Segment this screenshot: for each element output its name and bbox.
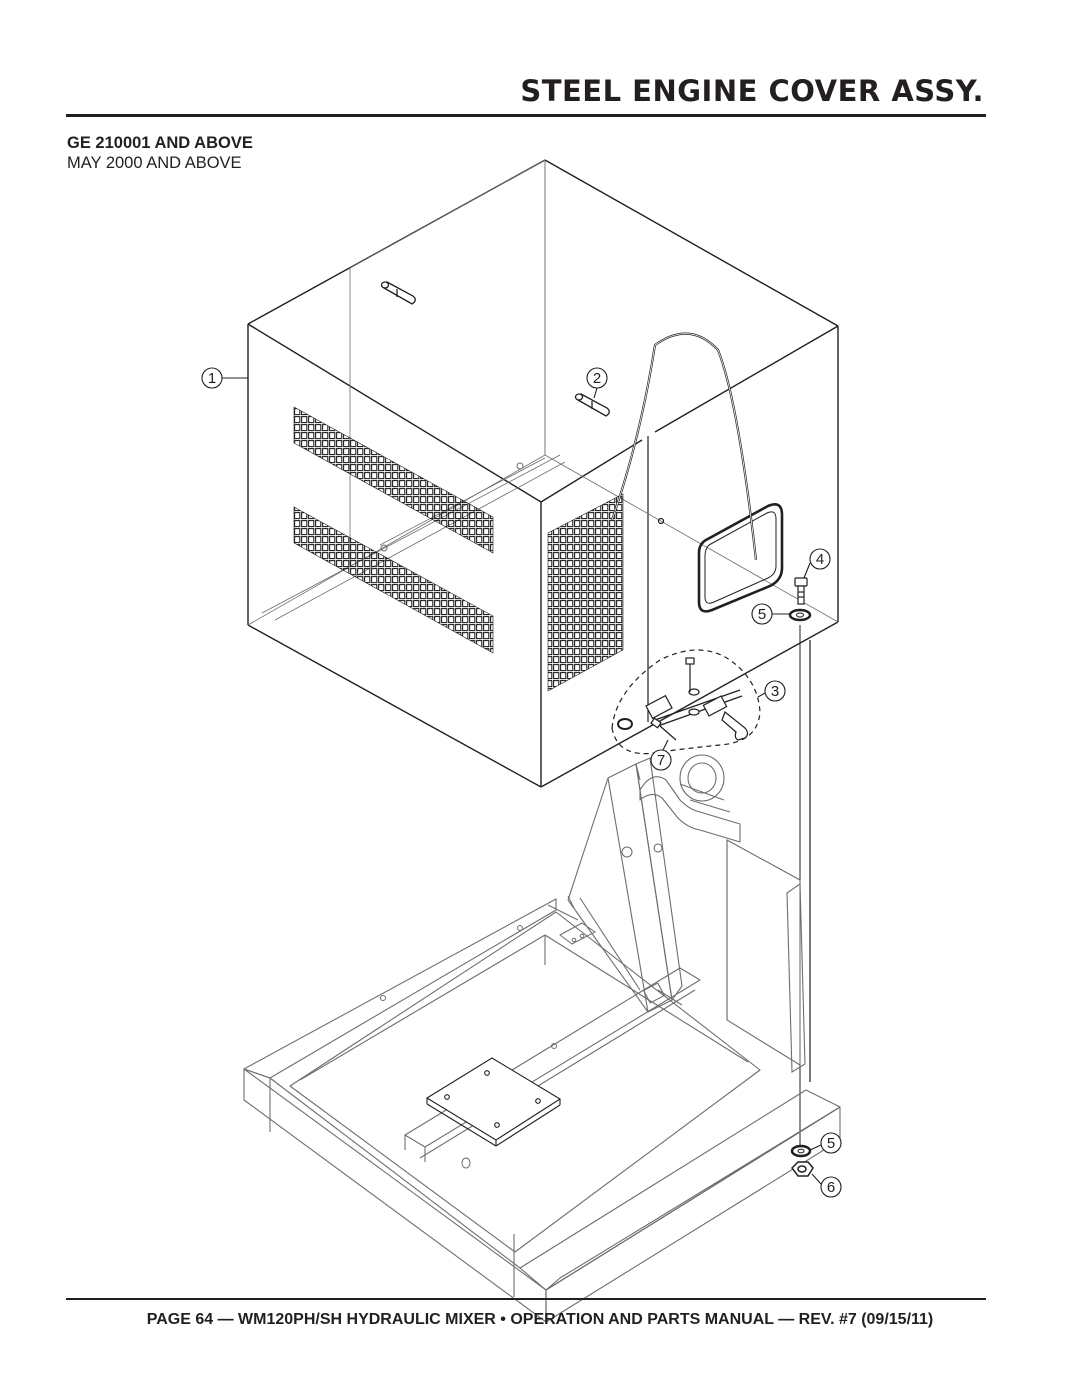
footer-divider xyxy=(66,1298,986,1300)
svg-text:4: 4 xyxy=(816,551,824,568)
callout-2: 2 xyxy=(586,367,608,399)
support-a-frame xyxy=(567,754,741,1013)
page-title: STEEL ENGINE COVER ASSY. xyxy=(520,74,984,108)
bolt-4 xyxy=(794,577,808,605)
svg-text:7: 7 xyxy=(657,752,665,769)
svg-text:1: 1 xyxy=(208,370,216,387)
latch-assembly xyxy=(617,657,749,741)
cover-hidden-edges xyxy=(247,159,839,626)
hinge-upper xyxy=(380,281,416,305)
front-vent-upper xyxy=(293,406,494,554)
header-divider xyxy=(66,114,986,117)
callout-1: 1 xyxy=(201,367,248,389)
callout-6: 6 xyxy=(811,1173,842,1198)
date-range-label: MAY 2000 AND ABOVE xyxy=(67,154,242,172)
engine-cover-box xyxy=(247,159,839,788)
base-frame xyxy=(243,898,841,1323)
callout-3: 3 xyxy=(757,680,786,702)
serial-range-label: GE 210001 AND ABOVE xyxy=(67,134,253,152)
front-vent-lower xyxy=(293,506,494,654)
side-vent xyxy=(547,493,624,692)
rear-panel xyxy=(726,839,806,1073)
page-footer: PAGE 64 — WM120PH/SH HYDRAULIC MIXER • O… xyxy=(146,1311,934,1328)
washer-5-lower xyxy=(790,1144,812,1158)
callout-5-lower: 5 xyxy=(809,1132,842,1154)
base-details xyxy=(380,895,596,1169)
callout-5-upper: 5 xyxy=(751,603,790,625)
callout-7: 7 xyxy=(650,739,672,771)
access-window xyxy=(697,503,784,613)
latch-pin-7 xyxy=(650,717,677,741)
hinge-lower xyxy=(574,393,610,417)
latch-dashed-outline xyxy=(611,649,761,755)
svg-text:2: 2 xyxy=(593,370,601,387)
svg-text:6: 6 xyxy=(827,1179,835,1196)
svg-text:3: 3 xyxy=(771,683,779,700)
callout-4: 4 xyxy=(803,548,831,579)
engine-plate xyxy=(425,1057,562,1147)
washer-5-upper xyxy=(788,608,812,622)
svg-text:5: 5 xyxy=(758,606,766,623)
door-hole xyxy=(657,517,665,525)
nut-6 xyxy=(791,1161,814,1177)
support-rod xyxy=(610,332,758,561)
svg-text:5: 5 xyxy=(827,1135,835,1152)
